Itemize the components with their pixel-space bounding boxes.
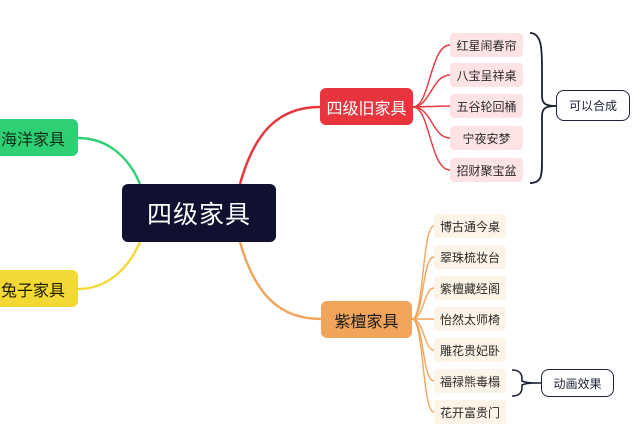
link-old-5 <box>412 106 451 171</box>
branch-ocean[interactable]: 海洋家具 <box>0 119 78 156</box>
link-root-rosewood <box>238 241 322 321</box>
leaf-rosewood[interactable]: 翠珠梳妆台 <box>434 245 506 269</box>
link-root-rabbit <box>77 241 142 291</box>
leaf-rosewood[interactable]: 雕花贵妃卧 <box>434 338 506 362</box>
root-node[interactable]: 四级家具 <box>122 184 276 242</box>
link-rose-3 <box>411 287 435 320</box>
branch-rabbit[interactable]: 兔子家具 <box>0 270 78 307</box>
leaf-rosewood[interactable]: 怡然太师椅 <box>434 307 506 331</box>
link-rose-2 <box>411 256 435 320</box>
leaf-old-furniture[interactable]: 八宝呈祥桌 <box>450 63 523 87</box>
link-old-4 <box>412 106 451 139</box>
link-old-1 <box>412 44 451 108</box>
leaf-rosewood[interactable]: 博古通今桌 <box>434 214 506 238</box>
branch-old-furniture[interactable]: 四级旧家具 <box>320 88 413 125</box>
link-rose-5 <box>411 318 435 351</box>
link-old-2 <box>412 74 451 108</box>
link-rose-7 <box>411 318 435 413</box>
link-root-old-furniture <box>238 105 321 185</box>
summary-note-rosewood[interactable]: 动画效果 <box>541 369 614 397</box>
leaf-old-furniture[interactable]: 宁夜安梦 <box>450 126 523 150</box>
link-rose-1 <box>411 225 435 320</box>
link-root-ocean <box>77 136 142 185</box>
brace-rosewood-item <box>511 369 542 397</box>
brace-old-furniture <box>529 32 557 184</box>
leaf-old-furniture[interactable]: 五谷轮回桶 <box>450 94 523 118</box>
summary-note-old-furniture[interactable]: 可以合成 <box>556 90 630 121</box>
leaf-rosewood[interactable]: 紫檀藏经阁 <box>434 276 506 300</box>
leaf-rosewood[interactable]: 花开富贵门 <box>434 400 506 424</box>
leaf-old-furniture[interactable]: 招财聚宝盆 <box>450 158 523 182</box>
leaf-rosewood[interactable]: 福禄熊毒榻 <box>434 369 506 393</box>
leaf-old-furniture[interactable]: 红星闹春帘 <box>450 33 523 57</box>
link-old-3 <box>412 105 451 108</box>
branch-rosewood[interactable]: 紫檀家具 <box>321 301 412 338</box>
